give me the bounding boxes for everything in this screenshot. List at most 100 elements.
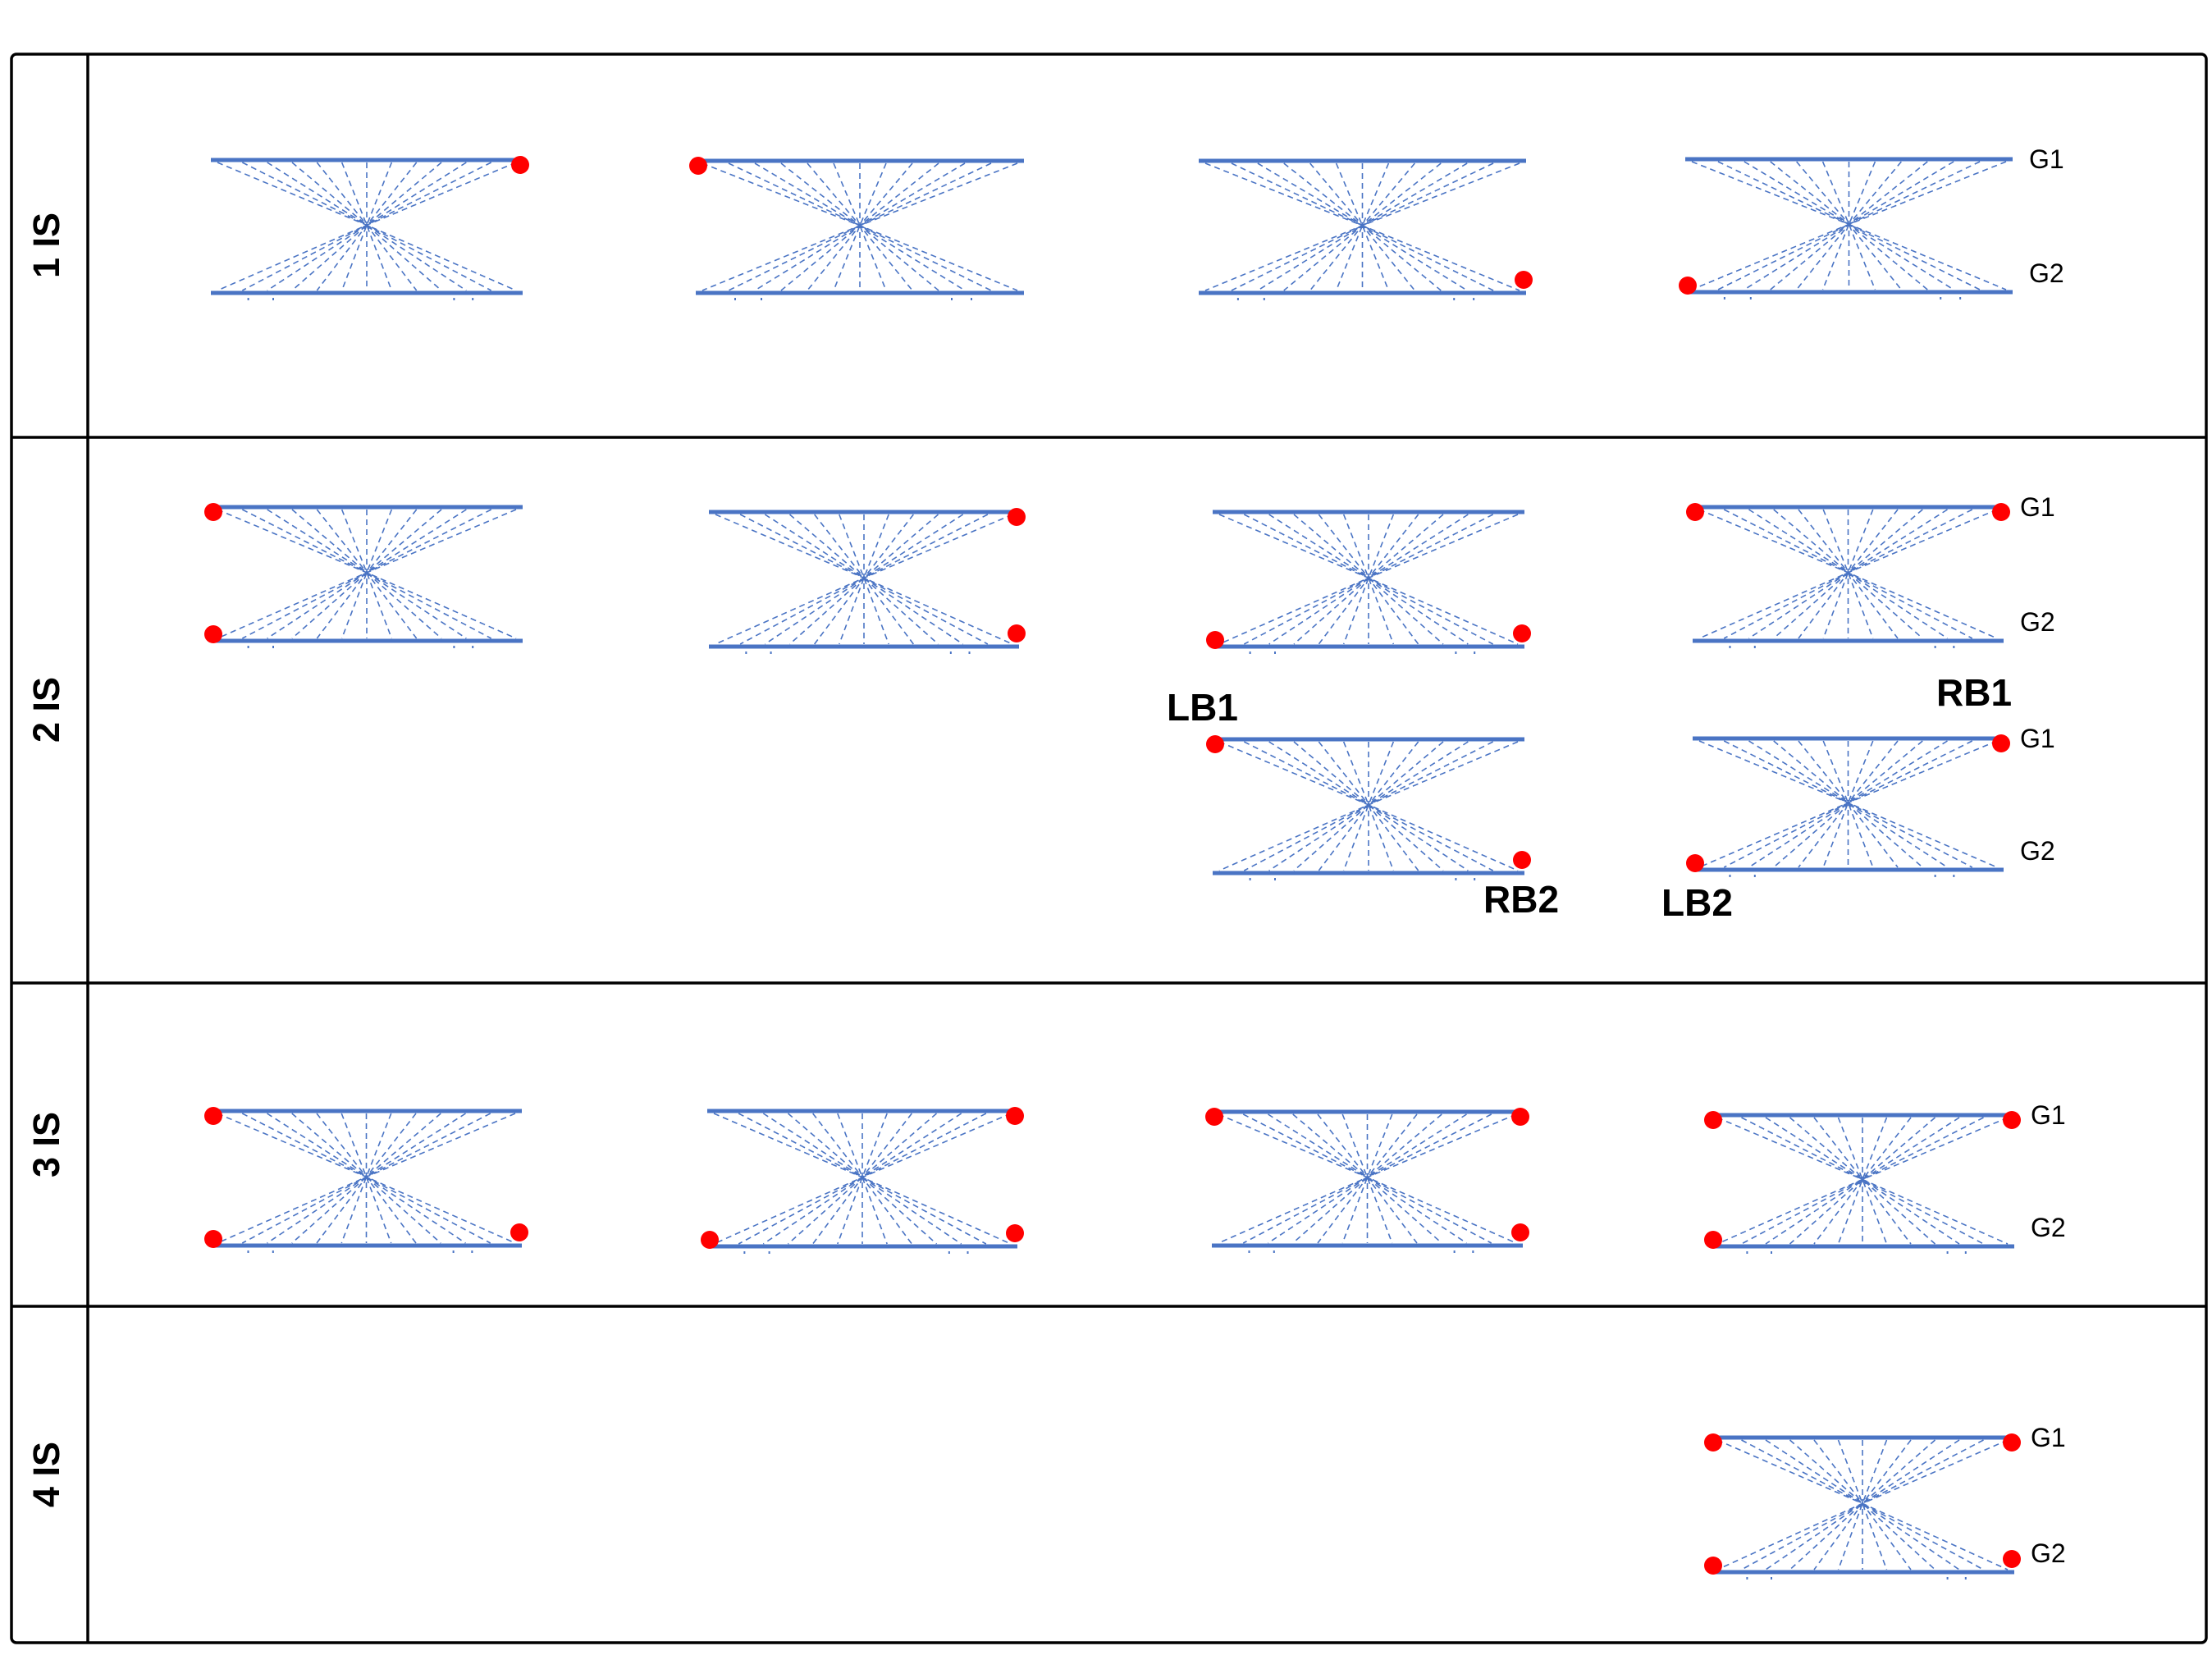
- dashed-ray: [1821, 161, 1876, 290]
- dashed-ray: [1822, 509, 1874, 639]
- dashed-ray: [340, 1113, 392, 1244]
- marker-bottom-left: [1686, 854, 1704, 872]
- dashed-ray: [1813, 1117, 1912, 1245]
- ray-fan: [1218, 1113, 1517, 1244]
- marker-top-right: [1992, 503, 2010, 521]
- marker-bottom-right: [2003, 1550, 2021, 1568]
- row-label-3-is: 3 IS: [25, 1112, 67, 1177]
- marker-top-left: [1704, 1433, 1722, 1452]
- marker-bottom-right: [510, 1223, 528, 1241]
- dashed-ray: [702, 162, 1018, 291]
- dashed-ray: [340, 509, 393, 639]
- ray-fan: [1698, 509, 1998, 639]
- ray-fan: [217, 509, 517, 639]
- dashed-ray: [1218, 1113, 1517, 1244]
- dashed-ray: [267, 162, 467, 291]
- dashed-ray: [1741, 1117, 1984, 1245]
- dashed-ray: [267, 509, 467, 639]
- ray-fan: [217, 1113, 516, 1244]
- dashed-ray: [1698, 740, 1998, 868]
- dashed-ray: [837, 1113, 888, 1245]
- dashed-ray: [291, 509, 442, 639]
- dashed-ray: [762, 1113, 962, 1245]
- dashed-ray: [788, 514, 939, 645]
- callout-lb1: LB1: [1167, 686, 1238, 729]
- marker-top-left: [204, 1107, 222, 1125]
- marker-bottom-right: [1008, 624, 1026, 642]
- grid-label-g1: G1: [2020, 492, 2055, 522]
- marker-bottom-right: [1513, 624, 1531, 642]
- dashed-ray: [839, 514, 889, 645]
- ray-fan: [1698, 740, 1998, 868]
- dashed-ray: [1335, 162, 1390, 291]
- ray-fan: [1218, 741, 1519, 871]
- marker-bottom-left: [1704, 1231, 1722, 1249]
- dashed-ray: [340, 509, 393, 639]
- dashed-ray: [1741, 1117, 1984, 1245]
- dashed-ray: [787, 1113, 938, 1245]
- marker-top-left: [1206, 735, 1224, 753]
- grid-panel: [709, 508, 1026, 654]
- dashed-ray: [1773, 509, 1923, 639]
- dashed-ray: [1789, 1117, 1936, 1245]
- dashed-ray: [291, 162, 442, 291]
- marker-top-left: [1205, 1108, 1223, 1126]
- dashed-ray: [788, 514, 939, 645]
- grid-panel: [211, 156, 529, 300]
- dashed-ray: [1716, 1439, 2009, 1570]
- ray-fan: [713, 1113, 1012, 1245]
- row-label-4-is: 4 IS: [25, 1442, 67, 1507]
- dashed-ray: [1268, 741, 1469, 871]
- dashed-ray: [1268, 1113, 1467, 1244]
- row-label-2-is: 2 IS: [25, 677, 67, 743]
- grid-panel: [1205, 1108, 1529, 1253]
- dashed-ray: [1292, 1113, 1442, 1244]
- dashed-ray: [1342, 514, 1395, 645]
- dashed-ray: [1748, 509, 1948, 639]
- row-label-1-is: 1 IS: [25, 213, 67, 278]
- dashed-ray: [1268, 1113, 1467, 1244]
- dashed-ray: [1342, 514, 1395, 645]
- marker-top-left: [1704, 1111, 1722, 1129]
- dashed-ray: [839, 514, 889, 645]
- dashed-ray: [764, 514, 964, 645]
- dashed-ray: [833, 162, 887, 291]
- dashed-ray: [1822, 509, 1874, 639]
- marker-bottom-left: [1206, 631, 1224, 649]
- dashed-ray: [291, 162, 442, 291]
- dashed-ray: [713, 1113, 1012, 1245]
- dashed-ray: [1773, 740, 1923, 868]
- callout-rb2: RB2: [1483, 878, 1559, 921]
- dashed-ray: [1293, 514, 1444, 645]
- dashed-ray: [1342, 741, 1395, 871]
- dashed-ray: [340, 162, 393, 291]
- marker-top-right: [2003, 1433, 2021, 1452]
- dashed-ray: [833, 162, 887, 291]
- dashed-ray: [1741, 1439, 1984, 1570]
- marker-bottom-right: [1515, 271, 1533, 289]
- dashed-ray: [1837, 1439, 1888, 1570]
- marker-bottom-right: [1511, 1223, 1529, 1241]
- marker-top-right: [1006, 1107, 1024, 1125]
- ray-fan: [1716, 1117, 2009, 1245]
- ray-fan: [1218, 514, 1519, 645]
- ray-fan: [1204, 162, 1520, 291]
- grid-panel: [1206, 735, 1531, 880]
- dashed-ray: [1342, 741, 1395, 871]
- dashed-ray: [217, 509, 517, 639]
- marker-bottom-right: [1513, 851, 1531, 869]
- dashed-ray: [291, 509, 442, 639]
- dashed-ray: [1218, 514, 1519, 645]
- marker-bottom-left: [701, 1231, 719, 1249]
- grid-panel: [1199, 158, 1533, 300]
- marker-top-right: [511, 156, 529, 174]
- ray-fan: [217, 162, 517, 291]
- grid-label-g2: G2: [2020, 607, 2055, 637]
- dashed-ray: [1268, 741, 1469, 871]
- grid-label-g2: G2: [2031, 1213, 2066, 1242]
- dashed-ray: [1822, 740, 1874, 868]
